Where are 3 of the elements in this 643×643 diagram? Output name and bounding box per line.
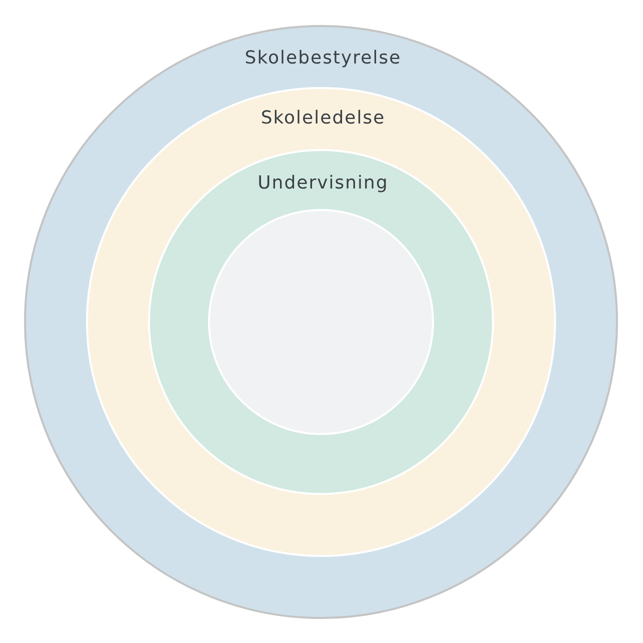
ring-label: Skoleledelse <box>260 108 386 128</box>
ring-label: Undervisning <box>258 172 388 194</box>
ring-label: Skolebestyrelse <box>244 48 402 68</box>
